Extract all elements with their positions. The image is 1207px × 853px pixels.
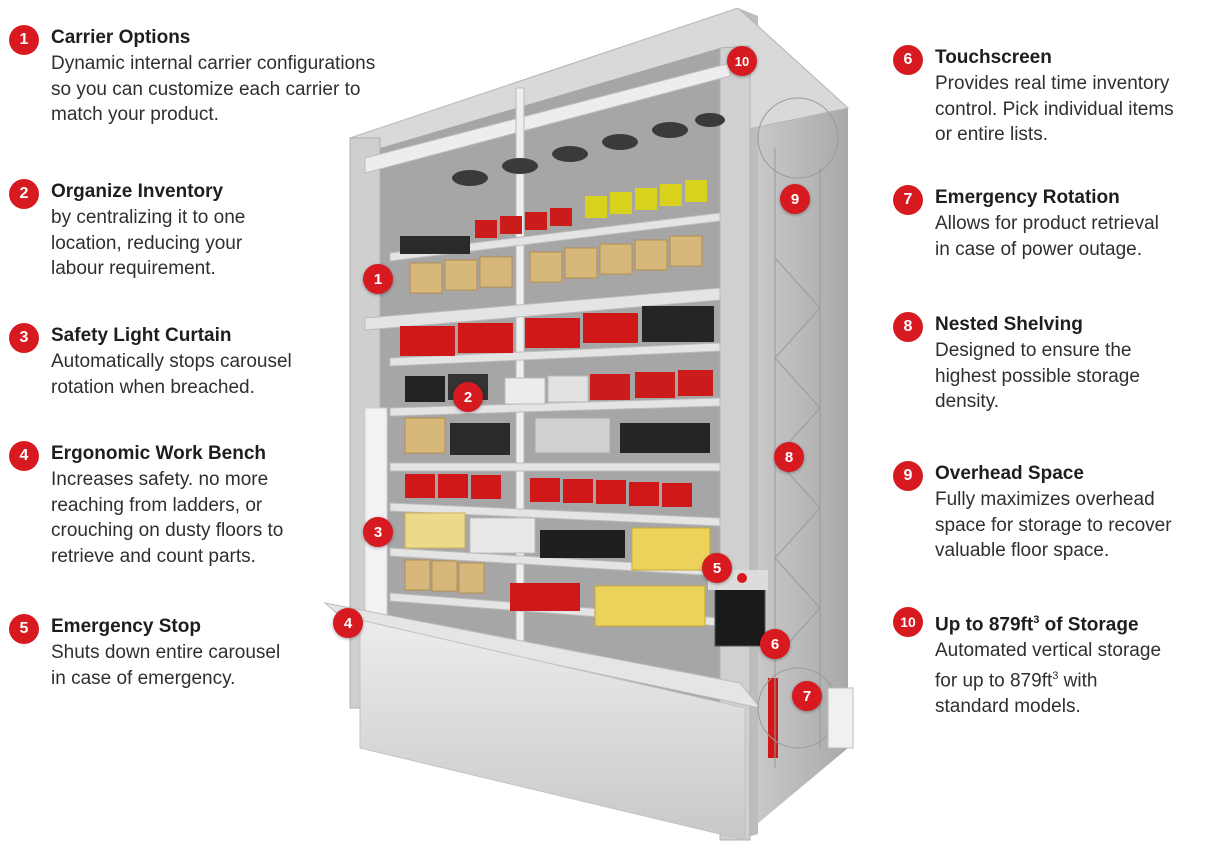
red-small-bins bbox=[405, 474, 692, 507]
feature-title: Carrier Options bbox=[51, 27, 191, 48]
number-badge: 1 bbox=[9, 25, 39, 55]
number-badge: 3 bbox=[9, 323, 39, 353]
carousel-drawing bbox=[323, 7, 854, 841]
feature-title: Touchscreen bbox=[935, 47, 1052, 68]
feature-description: Automated vertical storage for up to 879… bbox=[935, 640, 1162, 717]
feature-description: Allows for product retrieval in case of … bbox=[935, 213, 1159, 260]
feature-title: Organize Inventory bbox=[51, 181, 224, 202]
callout-pin-4: 4 bbox=[333, 608, 363, 638]
yellow-bins bbox=[585, 180, 707, 218]
callout-pin-10: 10 bbox=[727, 46, 757, 76]
feature-carrier-options: 1 Carrier Options Dynamic internal carri… bbox=[9, 25, 389, 128]
vertical-carousel-illustration: 10 9 1 2 8 3 5 4 6 7 bbox=[320, 7, 880, 848]
shelves bbox=[364, 212, 721, 627]
red-large-bins bbox=[400, 313, 638, 356]
feature-description: Provides real time inventory control. Pi… bbox=[935, 73, 1174, 145]
number-badge: 9 bbox=[893, 461, 923, 491]
emergency-rotation-handle bbox=[768, 678, 778, 758]
callout-pin-5: 5 bbox=[702, 553, 732, 583]
feature-title: Nested Shelving bbox=[935, 314, 1083, 335]
number-badge: 2 bbox=[9, 179, 39, 209]
feature-title: Safety Light Curtain bbox=[51, 325, 232, 346]
number-badge: 10 bbox=[893, 607, 923, 637]
feature-ergonomic-work-bench: 4 Ergonomic Work Bench Increases safety.… bbox=[9, 441, 389, 569]
emergency-stop-button bbox=[737, 573, 747, 583]
callout-pin-1: 1 bbox=[363, 264, 393, 294]
red-bins-top bbox=[475, 208, 572, 238]
number-badge: 5 bbox=[9, 614, 39, 644]
feature-description: Increases safety. no more reaching from … bbox=[51, 469, 284, 567]
feature-description: Fully maximizes overhead space for stora… bbox=[935, 489, 1172, 561]
feature-description: Automatically stops carousel rotation wh… bbox=[51, 351, 292, 398]
feature-overhead-space: 9 Overhead Space Fully maximizes overhea… bbox=[893, 461, 1207, 564]
feature-title: Emergency Rotation bbox=[935, 187, 1120, 208]
feature-organize-inventory: 2 Organize Inventory by centralizing it … bbox=[9, 179, 389, 282]
number-badge: 8 bbox=[893, 312, 923, 342]
feature-title: Emergency Stop bbox=[51, 616, 201, 637]
callout-pin-7: 7 bbox=[792, 681, 822, 711]
feature-description: Designed to ensure the highest possible … bbox=[935, 340, 1140, 412]
feature-touchscreen: 6 Touchscreen Provides real time invento… bbox=[893, 45, 1207, 148]
feature-storage-capacity: 10 Up to 879ft3 of Storage Automated ver… bbox=[893, 607, 1207, 719]
feature-title: Overhead Space bbox=[935, 463, 1084, 484]
callout-pin-8: 8 bbox=[774, 442, 804, 472]
work-bench-cabinet bbox=[359, 619, 746, 841]
feature-emergency-rotation: 7 Emergency Rotation Allows for product … bbox=[893, 185, 1207, 262]
callout-pin-3: 3 bbox=[363, 517, 393, 547]
feature-description: by centralizing it to one location, redu… bbox=[51, 207, 246, 279]
callout-pin-6: 6 bbox=[760, 629, 790, 659]
feature-description: Dynamic internal carrier configurations … bbox=[51, 53, 376, 125]
feature-title: Ergonomic Work Bench bbox=[51, 443, 267, 464]
number-badge: 7 bbox=[893, 185, 923, 215]
callout-pin-2: 2 bbox=[453, 382, 483, 412]
feature-nested-shelving: 8 Nested Shelving Designed to ensure the… bbox=[893, 312, 1207, 415]
feature-emergency-stop: 5 Emergency Stop Shuts down entire carou… bbox=[9, 614, 389, 691]
number-badge: 4 bbox=[9, 441, 39, 471]
feature-description: Shuts down entire carousel in case of em… bbox=[51, 642, 281, 689]
cardboard-boxes bbox=[409, 235, 703, 294]
feature-title: Up to 879ft3 of Storage bbox=[935, 614, 1139, 636]
touchscreen-display bbox=[714, 587, 766, 647]
feature-safety-light-curtain: 3 Safety Light Curtain Automatically sto… bbox=[9, 323, 389, 400]
callout-pin-9: 9 bbox=[780, 184, 810, 214]
number-badge: 6 bbox=[893, 45, 923, 75]
overhead-reels bbox=[452, 113, 725, 186]
